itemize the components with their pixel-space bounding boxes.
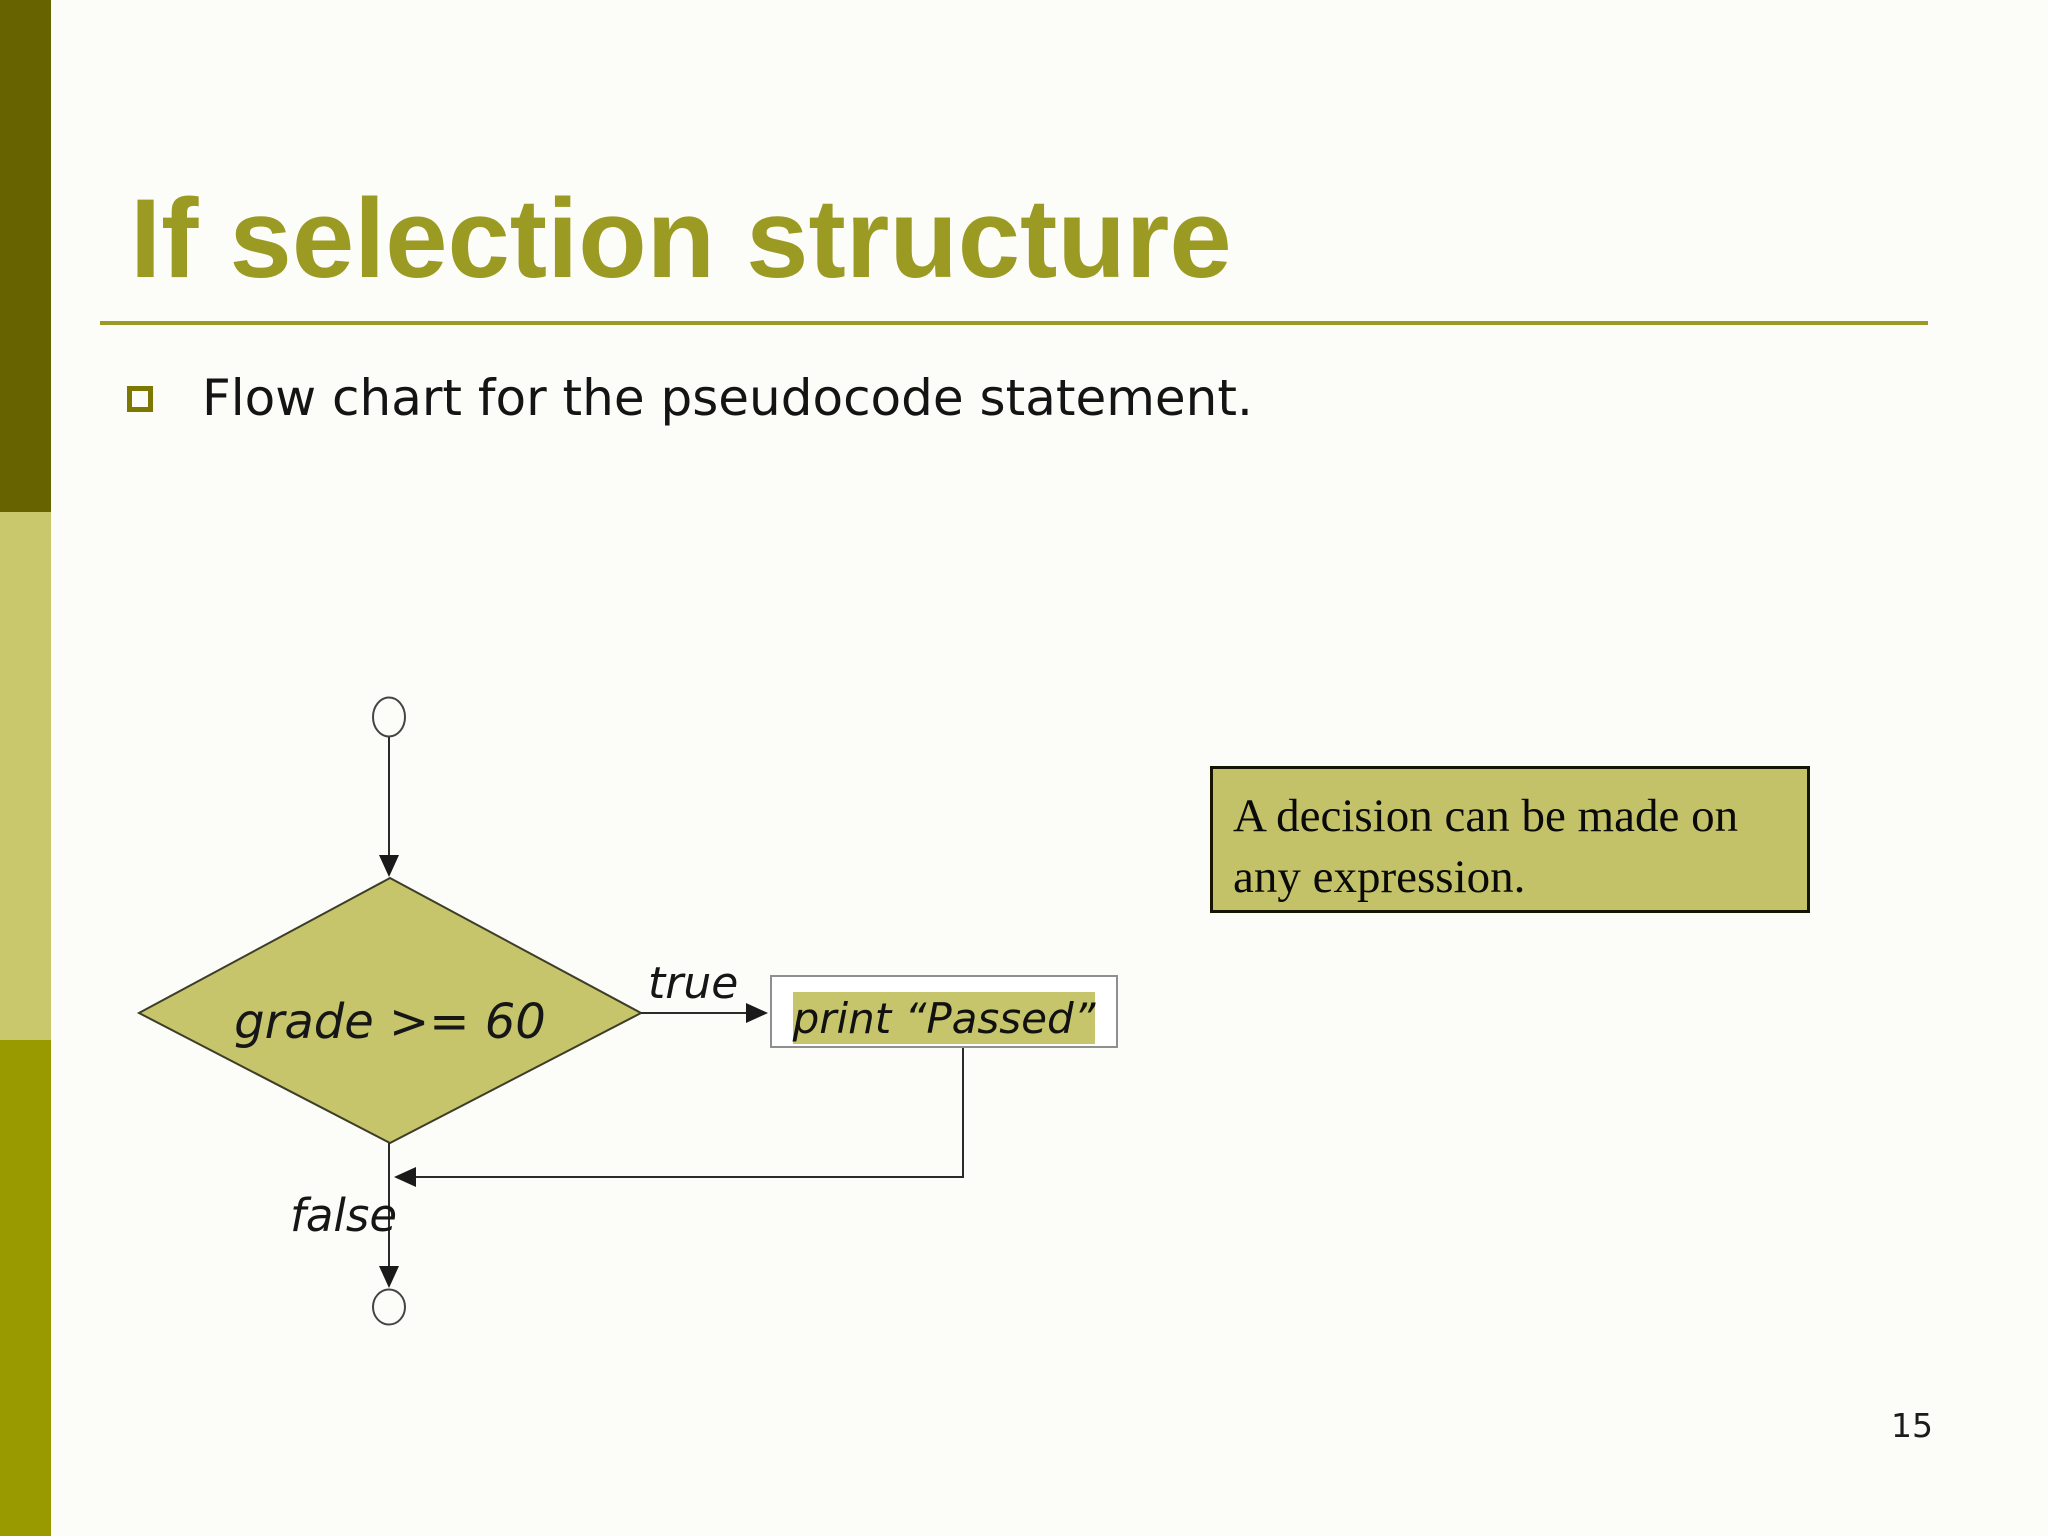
process-return-connector: [412, 1048, 964, 1178]
end-terminal-circle: [372, 1288, 406, 1326]
note-box: A decision can be made on any expression…: [1210, 766, 1810, 913]
process-box: print “Passed”: [770, 975, 1118, 1048]
arrowhead-down-into-decision: [379, 855, 399, 877]
start-terminal-circle: [372, 696, 406, 738]
sidebar-band-light: [0, 512, 51, 1040]
note-line-2: any expression.: [1233, 851, 1526, 903]
process-label: print “Passed”: [792, 993, 1096, 1043]
bullet-square-icon: [127, 386, 153, 412]
arrowhead-left-merge: [394, 1167, 416, 1187]
title-underline: [100, 321, 1928, 325]
sidebar-band-medium: [0, 1040, 51, 1536]
false-branch-label: false: [290, 1189, 398, 1242]
bullet-text: Flow chart for the pseudocode statement.: [202, 369, 1253, 427]
process-box-highlight: print “Passed”: [793, 992, 1095, 1044]
true-branch-label: true: [648, 958, 739, 1009]
note-line-1: A decision can be made on: [1233, 790, 1739, 842]
arrowhead-down-into-end: [379, 1266, 399, 1288]
decision-label: grade >= 60: [234, 994, 546, 1050]
sidebar-band-dark: [0, 0, 51, 512]
page-number: 15: [1891, 1406, 1933, 1445]
slide-title: If selection structure: [130, 176, 1232, 301]
arrowhead-right-into-process: [746, 1003, 768, 1023]
